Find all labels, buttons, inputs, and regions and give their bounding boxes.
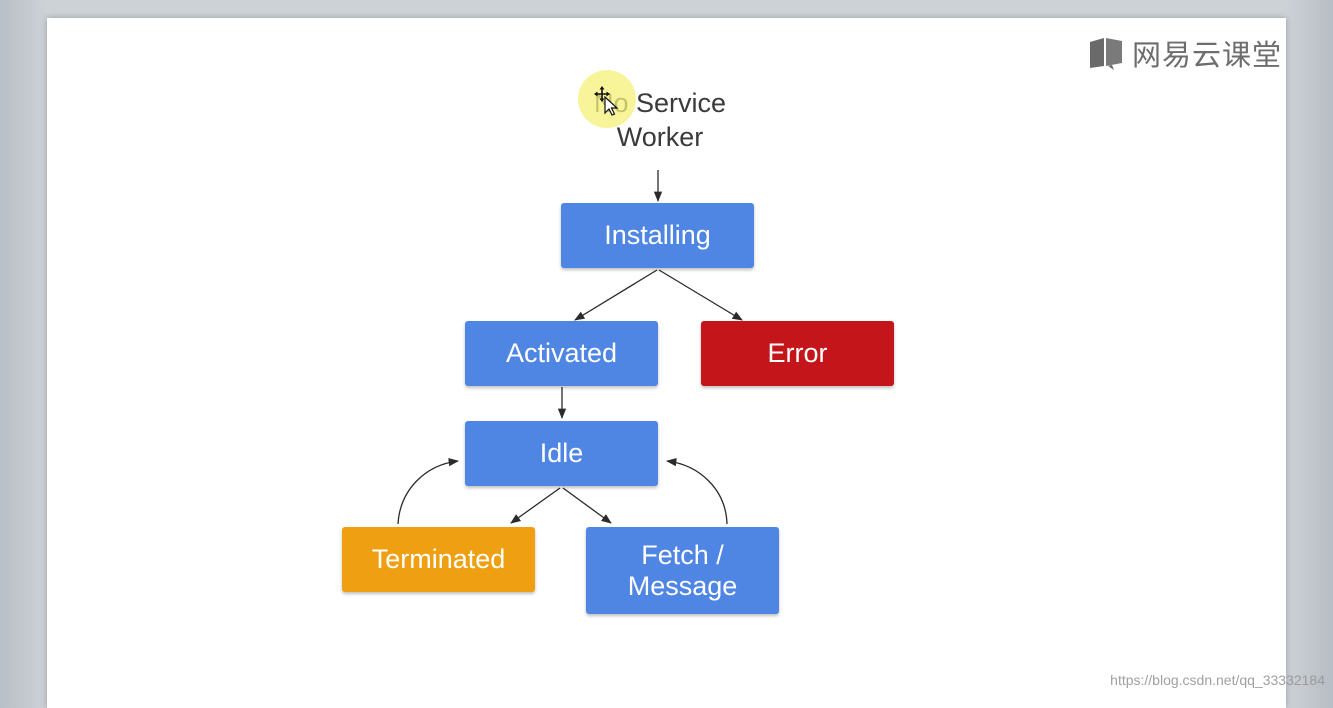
node-error: Error [701,321,894,386]
node-terminated: Terminated [342,527,535,592]
edge-fetch-idle [665,458,728,525]
node-terminated-label: Terminated [371,544,506,574]
edge-installing-error [658,269,743,321]
move-cursor-icon [594,86,619,116]
node-idle: Idle [465,421,658,486]
logo-text: 网易云课堂 [1132,40,1283,72]
edge-idle-terminated [510,487,561,524]
node-fetch-label-line2: Message [627,570,738,601]
node-idle-label: Idle [539,438,584,468]
node-installing: Installing [561,203,754,268]
book-icon [1090,38,1122,70]
node-activated-label: Activated [505,338,618,368]
node-activated: Activated [465,321,658,386]
node-fetch-message: Fetch / Message [586,527,779,614]
node-installing-label: Installing [604,220,711,250]
start-label-line2: Worker [616,122,704,152]
node-fetch-label-line1: Fetch / [641,539,724,570]
edge-idle-fetch [562,487,612,524]
edge-terminated-idle [397,458,460,525]
netease-cloud-classroom-logo: 网易云课堂 [1088,32,1282,74]
blog-watermark: https://blog.csdn.net/qq_33332184 [1110,672,1325,688]
node-error-label: Error [767,338,828,368]
edge-installing-activated [574,269,658,321]
